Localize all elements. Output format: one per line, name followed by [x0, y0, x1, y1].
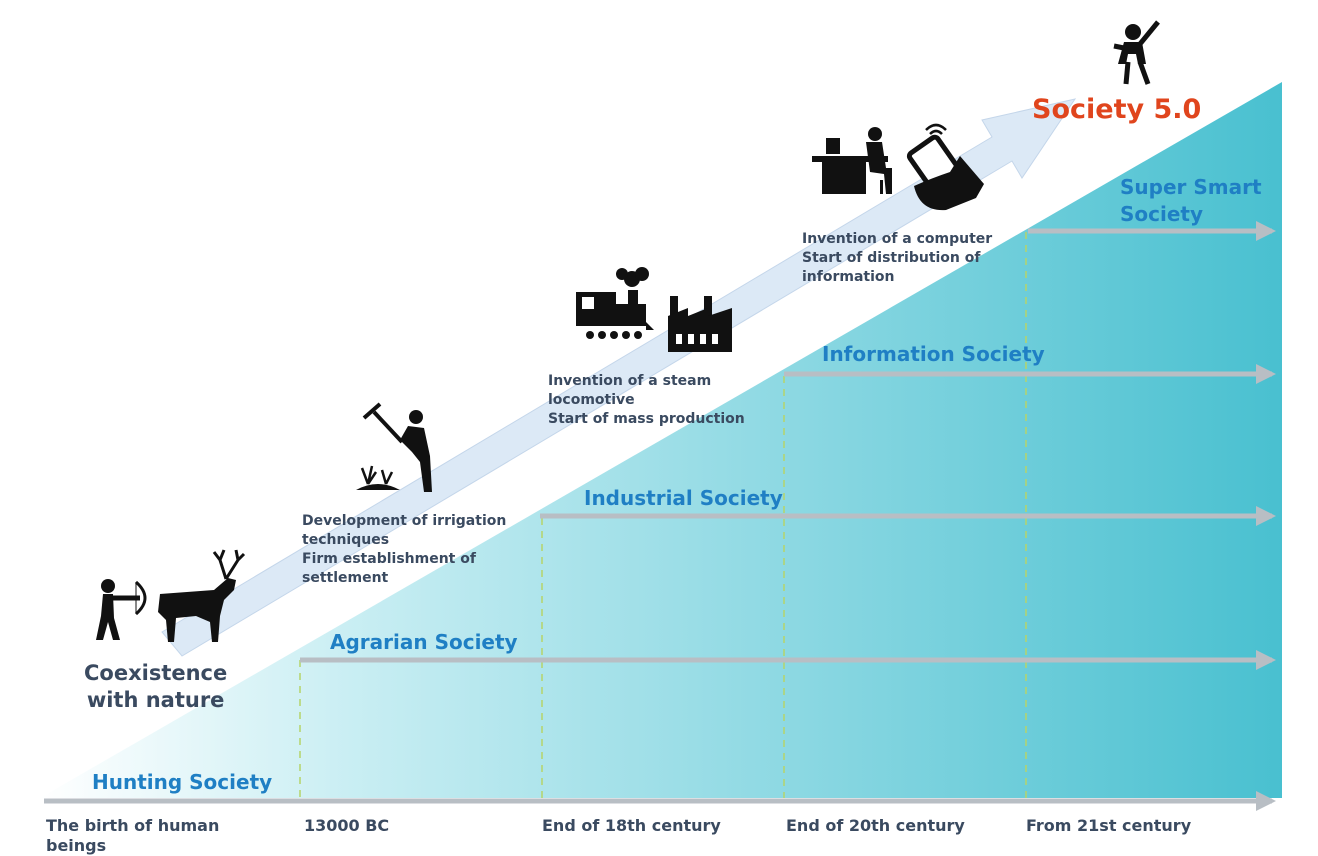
- timeline-tick-18th-century: End of 18th century: [542, 816, 721, 835]
- milestone-industrial-desc: Invention of a steam locomotive Start of…: [548, 373, 745, 427]
- era-label-super-smart: Super Smart Society: [1120, 175, 1262, 226]
- smartphone-hand-icon: [906, 123, 984, 211]
- timeline-tick-21st-century: From 21st century: [1026, 816, 1192, 835]
- timeline-tick-birth: The birth of human beings: [46, 816, 220, 855]
- era-dividers: [299, 232, 1027, 798]
- progress-arrow: [161, 98, 1077, 657]
- era-label-industrial: Industrial Society: [584, 486, 783, 510]
- deer-icon: [158, 549, 246, 642]
- timeline-tick-20th-century: End of 20th century: [786, 816, 965, 835]
- cheering-person-icon: [1113, 20, 1160, 85]
- farmer-icon: [356, 402, 432, 492]
- milestone-information-desc: Invention of a computer Start of distrib…: [802, 231, 993, 285]
- timeline-tick-13000bc: 13000 BC: [304, 816, 390, 835]
- locomotive-icon: [576, 267, 654, 339]
- era-label-hunting: Hunting Society: [92, 770, 273, 794]
- coexistence-label: Coexistence with nature: [84, 661, 228, 712]
- era-label-agrarian: Agrarian Society: [330, 630, 518, 654]
- factory-icon: [668, 296, 732, 352]
- office-worker-icon: [812, 127, 892, 194]
- milestone-agrarian-desc: Development of irrigation techniques Fir…: [302, 513, 507, 586]
- growth-triangle: [40, 82, 1282, 798]
- hunter-icon: [96, 579, 147, 640]
- era-label-information: Information Society: [822, 342, 1045, 366]
- society-5-label: Society 5.0: [1032, 94, 1202, 125]
